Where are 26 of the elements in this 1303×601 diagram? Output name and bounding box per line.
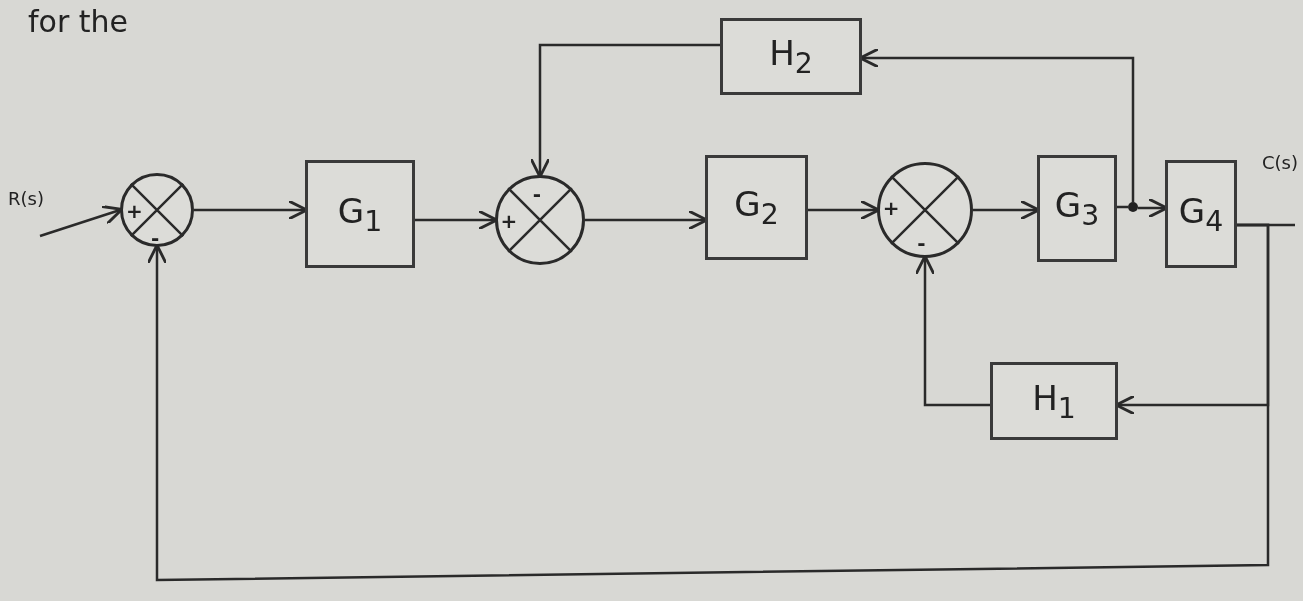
sign-symbol: + [882, 198, 900, 219]
sign-symbol: + [500, 211, 518, 231]
block-label: H$_{1}$ [1032, 377, 1076, 425]
block [720, 18, 862, 95]
block [305, 160, 415, 268]
sign-symbol: - [917, 233, 926, 254]
pickoff-point [1128, 202, 1138, 212]
block-label: H$_{2}$ [769, 33, 813, 80]
block-label: G$_{1}$ [337, 190, 383, 238]
sign-symbol: + [125, 201, 143, 222]
summing-junction [495, 175, 585, 265]
block [1037, 155, 1117, 262]
heading-text: for the [28, 4, 129, 39]
sign-symbol: - [532, 184, 542, 204]
block [1165, 160, 1237, 268]
summing-junction [120, 173, 194, 247]
sign-symbol: - [151, 227, 160, 248]
signal-label: R(s) [8, 188, 44, 209]
block [705, 155, 808, 260]
block-label: G$_{2}$ [734, 184, 779, 231]
arrow [146, 223, 1270, 582]
signal-label: C(s) [1262, 152, 1298, 173]
block-label: G$_{3}$ [1054, 185, 1100, 232]
block-label: G$_{4}$ [1178, 190, 1224, 238]
block [990, 362, 1118, 440]
summing-junction [877, 162, 973, 258]
